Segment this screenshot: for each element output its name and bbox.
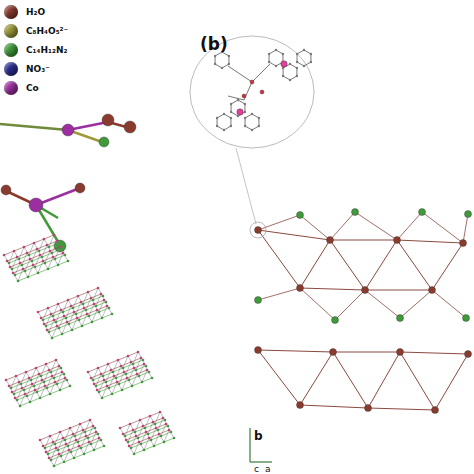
atom-ball [352, 209, 359, 216]
atom-ball [75, 183, 85, 193]
atom-ball [327, 237, 334, 244]
axis-label: b [254, 430, 263, 442]
axis-label: c [254, 465, 259, 474]
atom-ball [330, 349, 337, 356]
atom-ball [297, 402, 304, 409]
atom-ball [260, 90, 264, 94]
legend-swatch [4, 62, 18, 76]
bond-line [0, 124, 68, 130]
atom-ball [99, 137, 109, 147]
atom-ball [397, 349, 404, 356]
atom-ball [1, 185, 11, 195]
legend-swatch [4, 81, 18, 95]
ladder-chain [5, 359, 72, 408]
legend-swatch [4, 24, 18, 38]
ladder-chain [3, 234, 70, 283]
atom-ball [429, 287, 436, 294]
atom-ball [255, 347, 262, 354]
atom-ball [124, 121, 136, 133]
legend-swatch [4, 5, 18, 19]
atom-ball [397, 315, 404, 322]
atom-ball [255, 227, 262, 234]
atom-ball [365, 405, 372, 412]
legend-swatch [4, 43, 18, 57]
legend-text: NO₃⁻ [26, 64, 50, 74]
atom-ball [281, 61, 287, 67]
atom-ball [419, 209, 426, 216]
fragment-group [0, 114, 136, 252]
atom-ball [237, 109, 243, 115]
legend-text: C₈H₄O₅²⁻ [26, 26, 68, 36]
legend-entry: Co [4, 81, 39, 95]
bond-line [228, 96, 244, 100]
legend-text: Co [26, 83, 39, 93]
atom-ball [460, 240, 467, 247]
atom-ball [297, 285, 304, 292]
atom-ball [29, 198, 43, 212]
atom-ball [432, 407, 439, 414]
bond-line [236, 148, 256, 224]
legend-entry: C₁₄H₁₂N₂ [4, 43, 67, 57]
atom-ball [362, 287, 369, 294]
ladder-chain [39, 419, 106, 468]
atom-ball [242, 94, 246, 98]
atom-ball [297, 212, 304, 219]
atom-ball [463, 315, 470, 322]
bond-line [252, 64, 270, 82]
bond-line [249, 428, 250, 462]
ladder-chain [37, 287, 114, 340]
atom-ball [102, 114, 114, 126]
axis-indicator [250, 428, 272, 462]
atom-ball [250, 80, 254, 84]
legend-text: H₂O [26, 7, 45, 17]
legend-entry: NO₃⁻ [4, 62, 50, 76]
atom-ball [62, 124, 74, 136]
ladder-chain [119, 411, 176, 456]
atom-ball [255, 297, 262, 304]
legend-text: C₁₄H₁₂N₂ [26, 45, 67, 55]
chain-network [250, 209, 472, 414]
atom-ball [394, 237, 401, 244]
molecule-inset [190, 36, 314, 224]
ladder-chain [87, 351, 154, 400]
legend-entry: H₂O [4, 5, 45, 19]
bond-line [228, 66, 252, 82]
panel-label: (b) [200, 36, 228, 53]
atom-ball [465, 211, 472, 218]
bond-line [250, 461, 272, 462]
legend-entry: C₈H₄O₅²⁻ [4, 24, 68, 38]
atom-ball [465, 351, 472, 358]
axis-label: a [265, 465, 271, 474]
atom-ball [332, 317, 339, 324]
